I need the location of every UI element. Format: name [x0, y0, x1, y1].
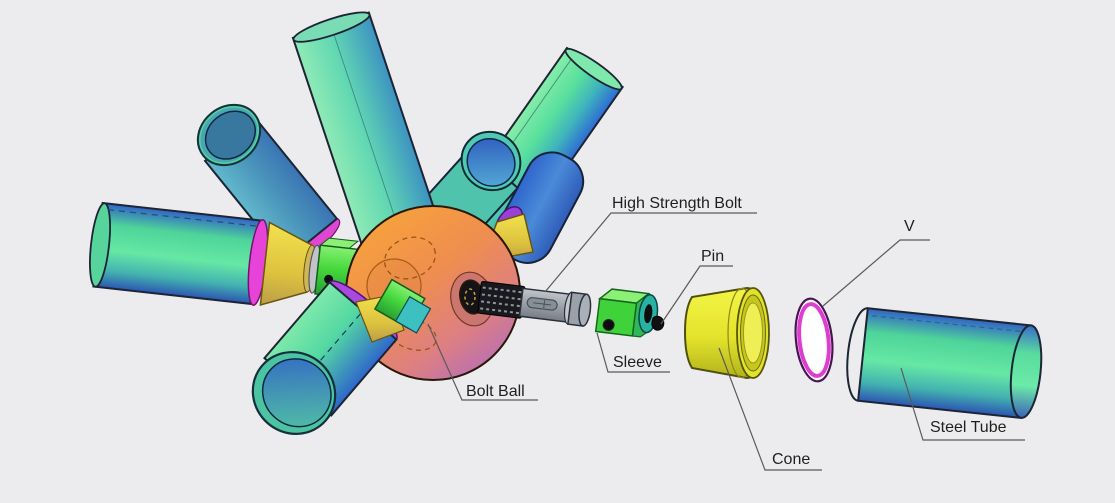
leader-cone — [718, 347, 822, 471]
high-strength-bolt-part — [477, 281, 592, 327]
pin-part — [651, 315, 665, 331]
label-high-strength-bolt: High Strength Bolt — [612, 195, 742, 212]
tube-open-top-end — [460, 130, 522, 192]
sleeve-lower-front — [373, 278, 432, 334]
cone-part — [683, 286, 770, 380]
sleeve-pin-hole — [602, 318, 615, 331]
leader-sleeve — [596, 332, 670, 373]
leader-steel-tube — [900, 367, 1025, 441]
leader-pin — [660, 265, 733, 325]
label-bolt-ball: Bolt Ball — [466, 383, 525, 400]
label-sleeve: Sleeve — [613, 354, 662, 371]
label-steel-tube: Steel Tube — [930, 419, 1007, 436]
leader-v — [822, 239, 930, 307]
tube-lower-left-end — [251, 351, 337, 435]
label-cone: Cone — [772, 451, 810, 468]
sleeve-part — [594, 288, 659, 338]
tube-left — [89, 201, 360, 306]
tube-upper-left-end — [196, 103, 262, 167]
label-v: V — [904, 218, 915, 235]
leader-bolt-ball — [427, 323, 538, 401]
steel-tube-part — [846, 307, 1043, 419]
washer-ring-part — [794, 297, 834, 383]
label-pin: Pin — [701, 248, 724, 265]
leader-high-strength-bolt — [544, 212, 757, 293]
